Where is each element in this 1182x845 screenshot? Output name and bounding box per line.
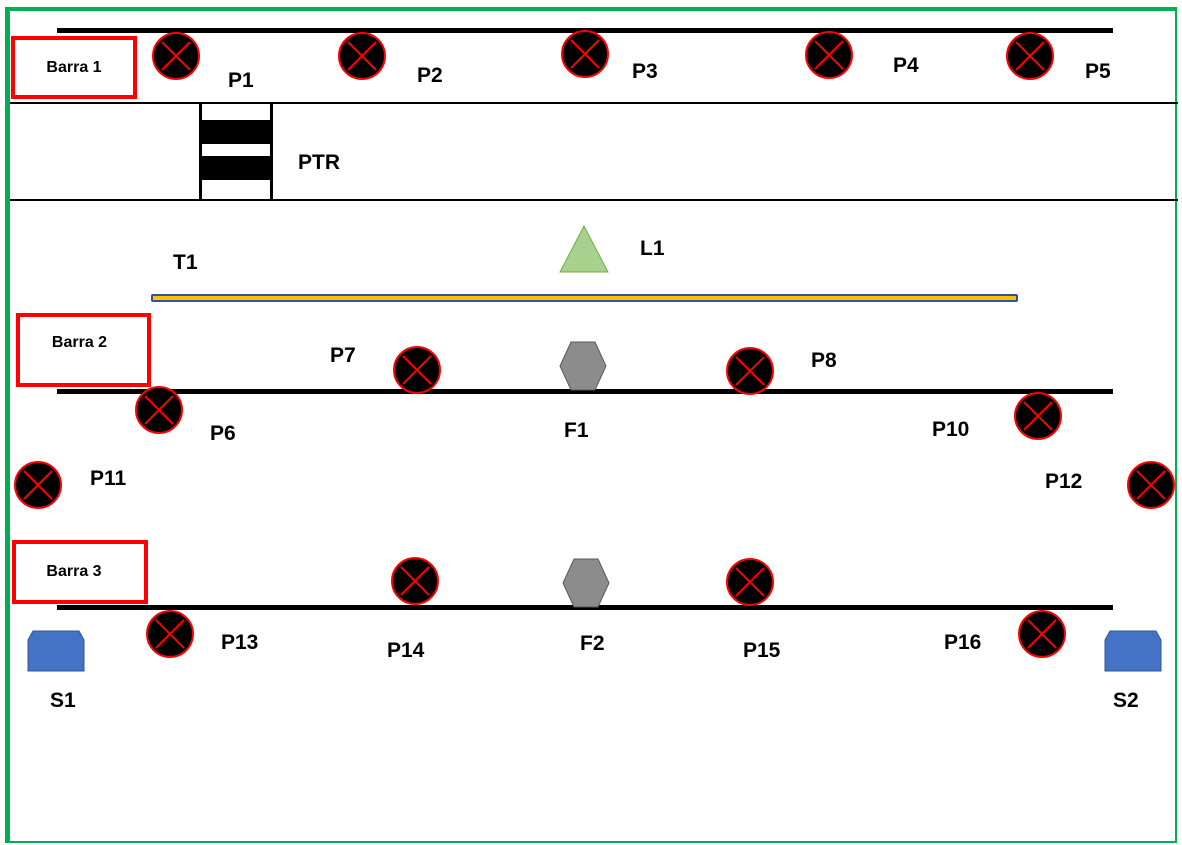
bus-box-2[interactable]: Barra 2 bbox=[16, 313, 151, 387]
load-label: L1 bbox=[640, 237, 665, 260]
section-line-top bbox=[10, 102, 1178, 104]
breaker-p16-circle-x-icon[interactable] bbox=[1017, 609, 1067, 659]
breaker-p10-label: P10 bbox=[932, 418, 970, 441]
breaker-p11-circle-x-icon[interactable] bbox=[13, 460, 63, 510]
breaker-p10-circle-x-icon[interactable] bbox=[1013, 391, 1063, 441]
breaker-p3-circle-x-icon[interactable] bbox=[560, 29, 610, 79]
source-s2-label: S2 bbox=[1113, 689, 1139, 712]
breaker-p4-label: P4 bbox=[893, 54, 919, 77]
transformer[interactable] bbox=[199, 102, 273, 200]
breaker-p7-circle-x-icon[interactable] bbox=[392, 345, 442, 395]
section-line-mid bbox=[10, 199, 1178, 201]
breaker-p13-circle-x-icon[interactable] bbox=[145, 609, 195, 659]
breaker-p2-circle-x-icon[interactable] bbox=[337, 31, 387, 81]
source-s2-block-icon[interactable] bbox=[1104, 630, 1162, 672]
breaker-p13-label: P13 bbox=[221, 631, 259, 654]
breaker-p6-label: P6 bbox=[210, 422, 236, 445]
bus-box-1[interactable]: Barra 1 bbox=[11, 36, 137, 99]
source-s1-label: S1 bbox=[50, 689, 76, 712]
source-s1-block-icon[interactable] bbox=[27, 630, 85, 672]
breaker-p2-label: P2 bbox=[417, 64, 443, 87]
breaker-p5-circle-x-icon[interactable] bbox=[1005, 31, 1055, 81]
breaker-p5-label: P5 bbox=[1085, 60, 1111, 83]
feeder-f1-hexagon-icon[interactable] bbox=[558, 340, 608, 392]
breaker-p12-label: P12 bbox=[1045, 470, 1083, 493]
bus-label-1: Barra 1 bbox=[46, 58, 102, 76]
transmission-line[interactable] bbox=[151, 294, 1018, 302]
breaker-p12-circle-x-icon[interactable] bbox=[1126, 460, 1176, 510]
bus-label-2: Barra 2 bbox=[51, 334, 108, 351]
bus-box-3[interactable]: Barra 3 bbox=[12, 540, 148, 604]
breaker-p15-label: P15 bbox=[743, 639, 781, 662]
breaker-p16-label: P16 bbox=[944, 631, 982, 654]
breaker-p11-label: P11 bbox=[90, 467, 127, 490]
breaker-p7-label: P7 bbox=[330, 344, 356, 367]
feeder-f2-hexagon-icon[interactable] bbox=[561, 557, 611, 609]
line-label: T1 bbox=[173, 251, 198, 274]
load-triangle-icon[interactable] bbox=[558, 224, 610, 274]
bus-label-3: Barra 3 bbox=[46, 563, 102, 580]
breaker-p3-label: P3 bbox=[632, 60, 658, 83]
feeder-f2-label: F2 bbox=[580, 632, 605, 655]
bus-line-2 bbox=[57, 389, 1113, 394]
breaker-p8-label: P8 bbox=[811, 349, 837, 372]
breaker-p14-label: P14 bbox=[387, 639, 425, 662]
breaker-p8-circle-x-icon[interactable] bbox=[725, 346, 775, 396]
diagram-frame bbox=[5, 7, 1177, 843]
breaker-p15-circle-x-icon[interactable] bbox=[725, 557, 775, 607]
transformer-label: PTR bbox=[298, 151, 340, 174]
breaker-p14-circle-x-icon[interactable] bbox=[390, 556, 440, 606]
breaker-p4-circle-x-icon[interactable] bbox=[804, 30, 854, 80]
breaker-p6-circle-x-icon[interactable] bbox=[134, 385, 184, 435]
breaker-p1-circle-x-icon[interactable] bbox=[151, 31, 201, 81]
breaker-p1-label: P1 bbox=[228, 69, 254, 92]
feeder-f1-label: F1 bbox=[564, 419, 589, 442]
